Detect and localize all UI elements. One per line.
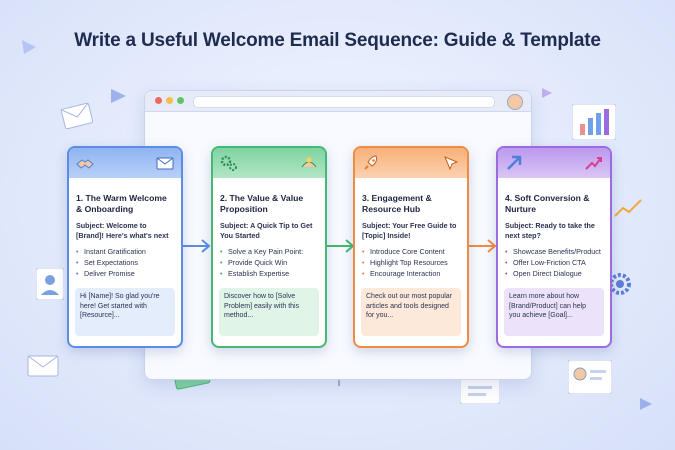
user-profile-icon <box>36 268 64 300</box>
triangle-icon <box>640 398 652 410</box>
list-item: Establish Expertise <box>220 268 318 279</box>
browser-window <box>144 90 532 380</box>
card-title: 1. The Warm Welcome & Onboarding <box>76 193 167 214</box>
hands-icon <box>301 157 317 168</box>
page-title: Write a Useful Welcome Email Sequence: G… <box>74 30 601 51</box>
browser-toolbar <box>145 91 531 112</box>
triangle-icon <box>542 88 552 98</box>
list-item: Open Direct Dialogue <box>505 268 603 279</box>
card-title: 4. Soft Conversion & Nurture <box>505 193 590 214</box>
connector-arrow-icon <box>325 239 355 253</box>
envelope-icon <box>60 102 94 130</box>
card-bullets: Showcase Benefits/Product Offer Low-Fric… <box>505 246 603 279</box>
list-item: Deliver Promise <box>76 268 174 279</box>
list-item: Provide Quick Win <box>220 257 318 268</box>
card-subject: Subject: Your Free Guide to [Topic] Insi… <box>362 221 457 240</box>
mail-icon <box>156 157 174 170</box>
card-subject: Subject: A Quick Tip to Get You Started <box>220 221 313 240</box>
list-item: Showcase Benefits/Product <box>505 246 603 257</box>
list-item: Offer Low-Friction CTA <box>505 257 603 268</box>
line-chart-icon <box>614 199 642 217</box>
card-bullets: Solve a Key Pain Point: Provide Quick Wi… <box>220 246 318 279</box>
step-card-welcome: 1. The Warm Welcome & Onboarding Subject… <box>67 146 183 348</box>
step-card-engagement: 3. Engagement & Resource Hub Subject: Yo… <box>353 146 469 348</box>
close-dot-icon[interactable] <box>155 97 162 104</box>
list-item: Solve a Key Pain Point: <box>220 246 318 257</box>
card-email-preview: Learn more about how [Brand/Product] can… <box>504 288 604 336</box>
card-title: 2. The Value & Value Proposition <box>220 193 304 214</box>
gears-icon <box>220 155 237 171</box>
step-card-value: 2. The Value & Value Proposition Subject… <box>211 146 327 348</box>
card-bullets: Introduce Core Content Highlight Top Res… <box>362 246 460 279</box>
trend-icon <box>585 157 602 170</box>
list-item: Instant Gratification <box>76 246 174 257</box>
cursor-icon <box>444 156 459 171</box>
address-bar[interactable] <box>193 96 495 108</box>
connector-arrow-icon <box>467 239 497 253</box>
handshake-icon <box>76 159 94 169</box>
bar-chart-icon <box>572 104 616 140</box>
card-header <box>355 148 467 178</box>
card-subject: Subject: Ready to take the next step? <box>505 221 595 240</box>
card-bullets: Instant Gratification Set Expectations D… <box>76 246 174 279</box>
card-subject: Subject: Welcome to [Brand]! Here's what… <box>76 221 169 240</box>
gear-icon <box>609 273 631 295</box>
connector-arrow-icon <box>181 239 211 253</box>
list-item: Highlight Top Resources <box>362 257 460 268</box>
card-email-preview: Hi [Name]! So glad you're here! Get star… <box>75 288 175 336</box>
envelope-icon <box>27 355 59 377</box>
triangle-icon <box>111 89 126 103</box>
id-card-icon <box>568 360 612 394</box>
minimize-dot-icon[interactable] <box>166 97 173 104</box>
list-item: Encourage Interaction <box>362 268 460 279</box>
list-item: Introduce Core Content <box>362 246 460 257</box>
triangle-icon <box>22 40 36 54</box>
card-header <box>498 148 610 178</box>
card-email-preview: Discover how to [Solve Problem] easily w… <box>219 288 319 336</box>
step-card-conversion: 4. Soft Conversion & Nurture Subject: Re… <box>496 146 612 348</box>
list-item: Set Expectations <box>76 257 174 268</box>
card-title: 3. Engagement & Resource Hub <box>362 193 432 214</box>
card-header <box>69 148 181 178</box>
arrow-up-icon <box>507 155 522 170</box>
avatar[interactable] <box>507 94 523 110</box>
maximize-dot-icon[interactable] <box>177 97 184 104</box>
card-email-preview: Check out our most popular articles and … <box>361 288 461 336</box>
rocket-icon <box>364 155 377 170</box>
card-header <box>213 148 325 178</box>
